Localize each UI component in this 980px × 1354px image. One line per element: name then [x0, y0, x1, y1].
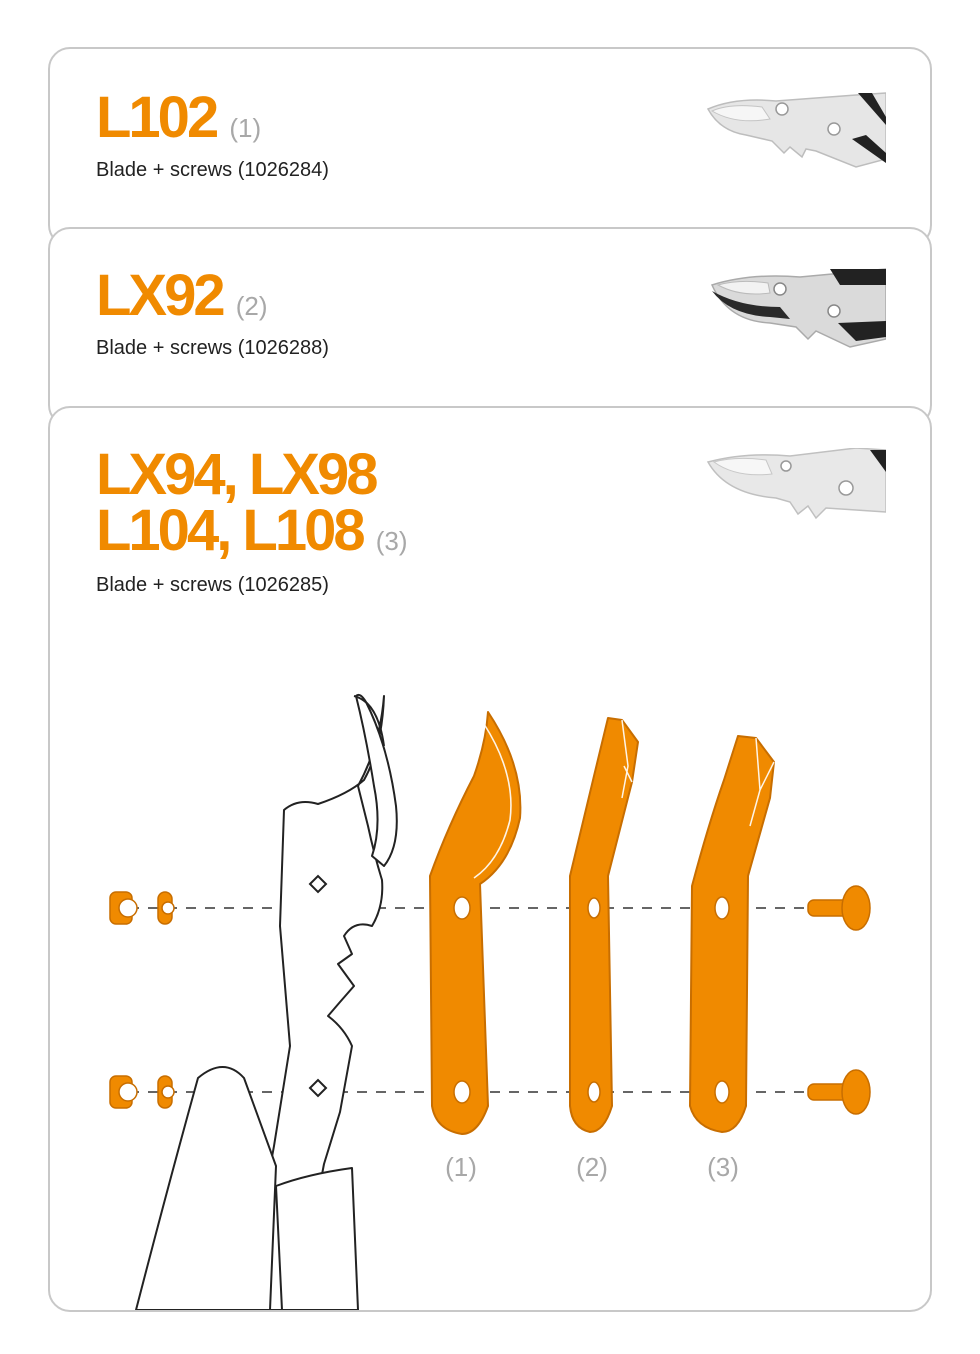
lopper-head-thumbnail-lx94 [706, 448, 886, 520]
part-description: Blade + screws (1026285) [96, 574, 329, 596]
blade-exploded-diagram: (1) (2) (3) [109, 693, 871, 1310]
product-card-l102: L102 (1) Blade + screws (1026284) [48, 47, 932, 247]
model-index: (2) [235, 291, 268, 321]
model-title-line2: L104, L108 (3) [96, 498, 408, 563]
part-description: Blade + screws (1026284) [96, 159, 329, 181]
model-index: (3) [375, 526, 408, 556]
part-description: Blade + screws (1026288) [96, 337, 329, 359]
blade-label-1: (1) [445, 1152, 477, 1182]
lopper-head-thumbnail-l102 [706, 92, 886, 168]
lopper-frame-outline [135, 693, 398, 1310]
model-title-line1: LX94, LX98 [96, 442, 378, 507]
blade-label-2: (2) [576, 1152, 608, 1182]
blade-label-3: (3) [707, 1152, 739, 1182]
model-title: LX92 (2) [96, 263, 268, 328]
nut-upper-icon [109, 891, 175, 925]
screw-lower-icon [807, 1069, 871, 1115]
blade-2 [569, 717, 639, 1133]
product-card-lx92: LX92 (2) Blade + screws (1026288) [48, 227, 932, 427]
model-title: L102 (1) [96, 85, 262, 150]
blade-3 [689, 735, 775, 1133]
nut-lower-icon [109, 1075, 175, 1109]
lopper-head-thumbnail-lx92 [710, 268, 886, 348]
screw-upper-icon [807, 885, 871, 931]
model-index: (1) [229, 113, 262, 143]
blade-1 [429, 711, 522, 1135]
